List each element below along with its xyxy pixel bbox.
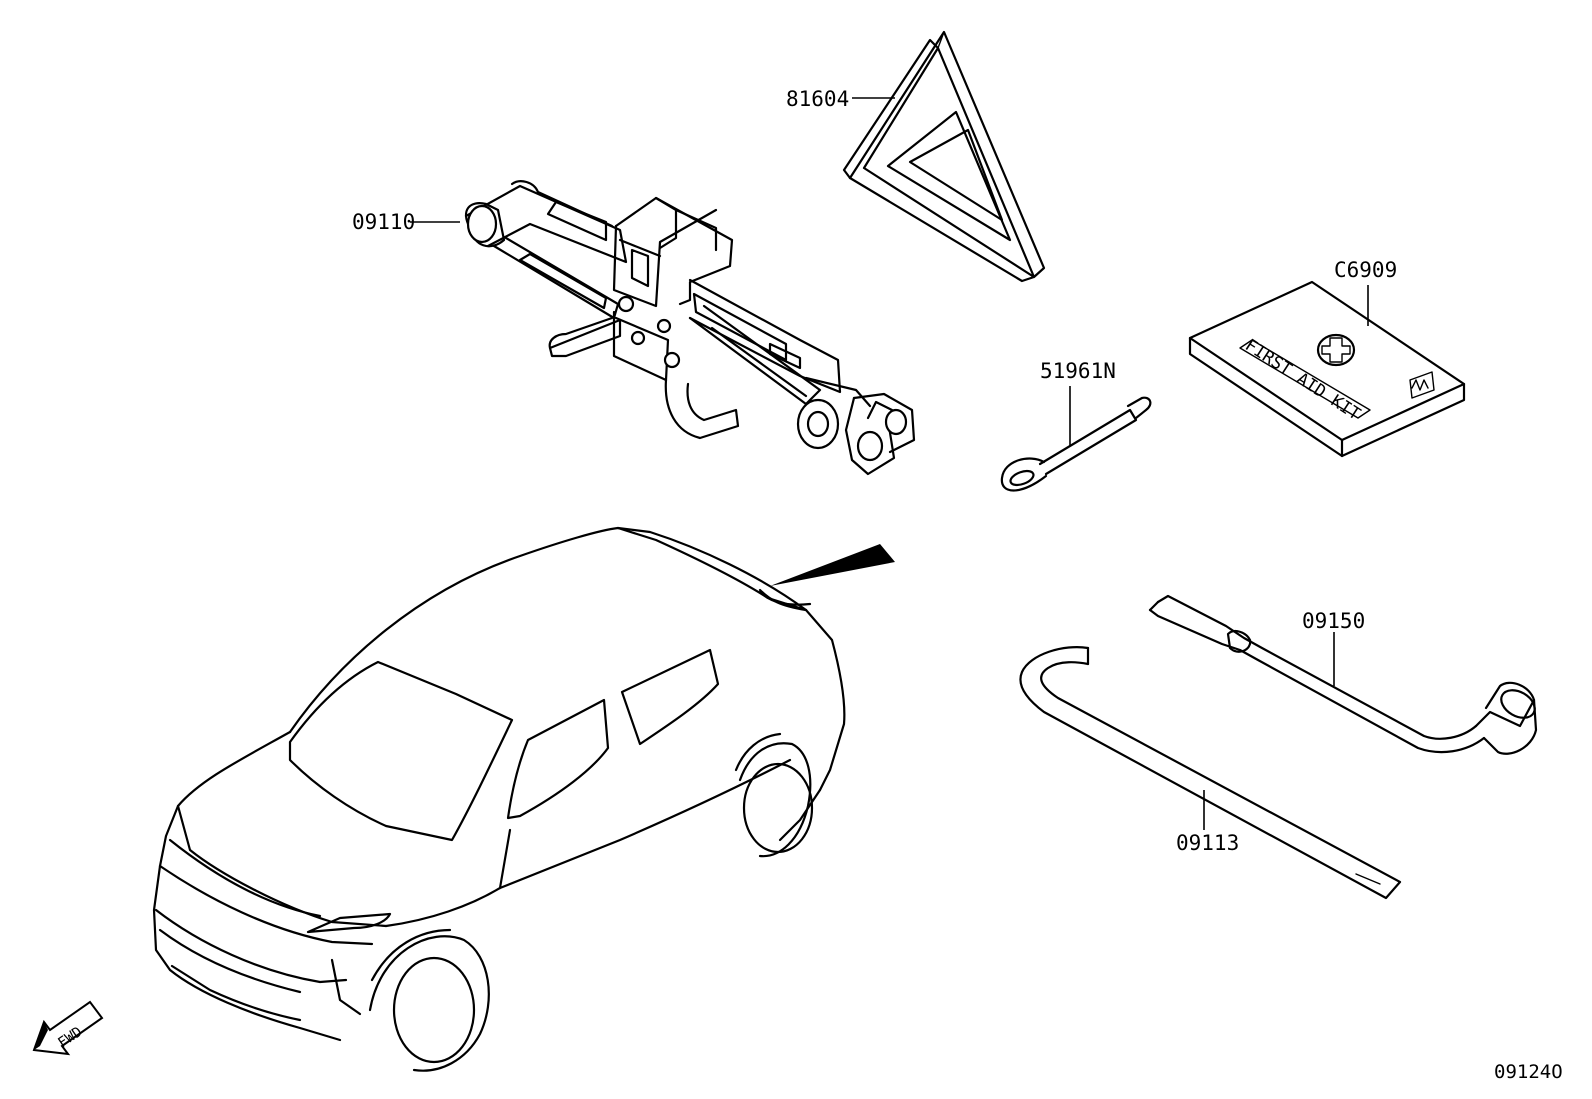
fwd-arrow-icon: FWD bbox=[32, 1000, 104, 1056]
vehicle-illustration bbox=[152, 526, 846, 1072]
part-number-51961n: 51961N bbox=[1040, 359, 1116, 383]
part-number-09113: 09113 bbox=[1176, 831, 1239, 855]
part-number-09150: 09150 bbox=[1302, 609, 1365, 633]
handle-bar-illustration bbox=[1019, 646, 1402, 900]
location-pointer bbox=[770, 544, 895, 586]
part-number-09110: 09110 bbox=[352, 210, 415, 234]
wheel-wrench-illustration bbox=[1148, 594, 1538, 755]
first-aid-kit-illustration: FIRST AID KIT bbox=[1188, 280, 1466, 458]
part-number-c6909: C6909 bbox=[1334, 258, 1397, 282]
part-number-81604: 81604 bbox=[786, 87, 849, 111]
scissor-jack-illustration bbox=[464, 180, 916, 476]
drawing-code: 09124O bbox=[1494, 1061, 1563, 1083]
warning-triangle-illustration bbox=[842, 30, 1046, 283]
jack-handle-illustration bbox=[1000, 396, 1152, 492]
